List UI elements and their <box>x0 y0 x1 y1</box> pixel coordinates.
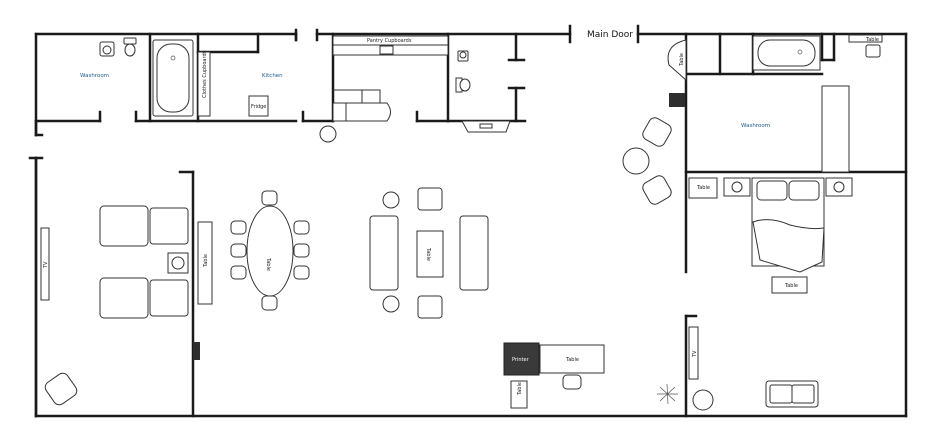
left-lounge: TV Table <box>40 205 213 406</box>
washroom-centre <box>455 50 511 133</box>
main-door-label: Main Door <box>587 30 633 40</box>
table-study-label: Table <box>565 357 579 363</box>
washroom-right-label: Washroom <box>741 123 770 129</box>
table-bed-left-label: Table <box>696 185 710 191</box>
kitchen: Kitchen Fridge <box>248 73 283 117</box>
door-jambs <box>28 24 640 160</box>
kitchen-label: Kitchen <box>262 73 283 79</box>
pantry-cupboards-label: Pantry Cupboards <box>367 38 412 44</box>
tv-left-label: TV <box>43 261 49 269</box>
pantry: Pantry Cupboards <box>319 35 449 143</box>
table-side-label: Table <box>203 254 209 268</box>
table-living-label: Table <box>517 382 523 396</box>
tv-right-label: TV <box>692 350 698 358</box>
dining-area: Table <box>230 190 310 311</box>
top-right-table: Table <box>848 34 883 58</box>
bathtub-left <box>152 39 194 117</box>
washroom-left-label: Washroom <box>80 73 109 79</box>
lower-right-room: TV <box>657 326 819 411</box>
living-area: Table <box>369 187 489 319</box>
door-marker-right <box>669 93 685 107</box>
table-bedroom-label: Table <box>784 283 798 289</box>
table-small-label: Table <box>679 53 685 67</box>
door-marker-left <box>193 342 200 360</box>
right-washroom: Washroom Table <box>667 35 850 173</box>
clothes-cupboards-label: Clothes Cupboards <box>202 50 208 98</box>
table-dining-label: Table <box>265 257 271 271</box>
clothes-cupboard: Clothes Cupboards <box>197 50 211 117</box>
printer-label: Printer <box>512 357 530 363</box>
table-top-label: Table <box>865 37 879 43</box>
table-coffee-label: Table <box>425 247 431 261</box>
fridge-label: Fridge <box>251 104 266 110</box>
bedroom: Table Table <box>688 177 853 294</box>
left-washroom: Washroom <box>80 37 137 79</box>
lounge-chairs-right <box>622 117 672 205</box>
walls <box>34 32 908 418</box>
study-area: Printer Table Table <box>503 342 605 409</box>
